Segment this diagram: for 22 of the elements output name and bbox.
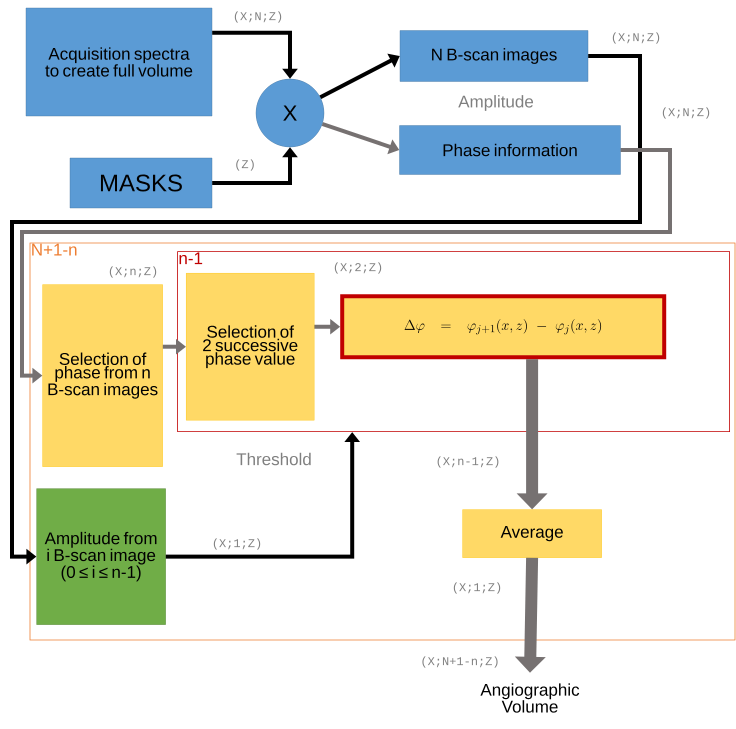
process-box: N B-scan images: [400, 30, 588, 82]
process-box: MASKS: [70, 158, 212, 208]
process-box: Selection of phase from n B-scan images: [42, 284, 163, 467]
size-label: (X;n;Z): [110, 266, 156, 278]
size-label: (X;2;Z): [334, 262, 382, 274]
edge-label: (X;N;Z): [232, 10, 284, 24]
size-label: (X;N+1-n;Z): [422, 656, 498, 668]
process-box: Phase information: [399, 125, 621, 175]
size-label: (X;N;Z): [612, 32, 660, 44]
process-box: Selection of 2 successive phase value: [186, 273, 314, 420]
formula-box: $\Delta\varphi = \varphi_{j+1}(x,z) - \varphi_{j}(x,z)$: [340, 294, 666, 360]
edge-label: (X;n-1;Z): [434, 455, 502, 469]
edge-label: (Z): [233, 158, 257, 172]
process-box: Average: [462, 509, 602, 558]
process-box: Amplitude from i B-scan image (0 ≤ i ≤ n-1): [36, 488, 166, 625]
edge-label: (X;N;Z): [660, 106, 712, 120]
edge-label: (X;1;Z): [450, 581, 504, 595]
edge-label: (X;1;Z): [210, 537, 264, 551]
signal-label: Amplitude: [458, 95, 534, 111]
output-label: Angiographic Volume: [480, 683, 580, 713]
process-box: Acquisition spectra to create full volume: [26, 8, 212, 116]
signal-label: Threshold: [236, 452, 311, 466]
